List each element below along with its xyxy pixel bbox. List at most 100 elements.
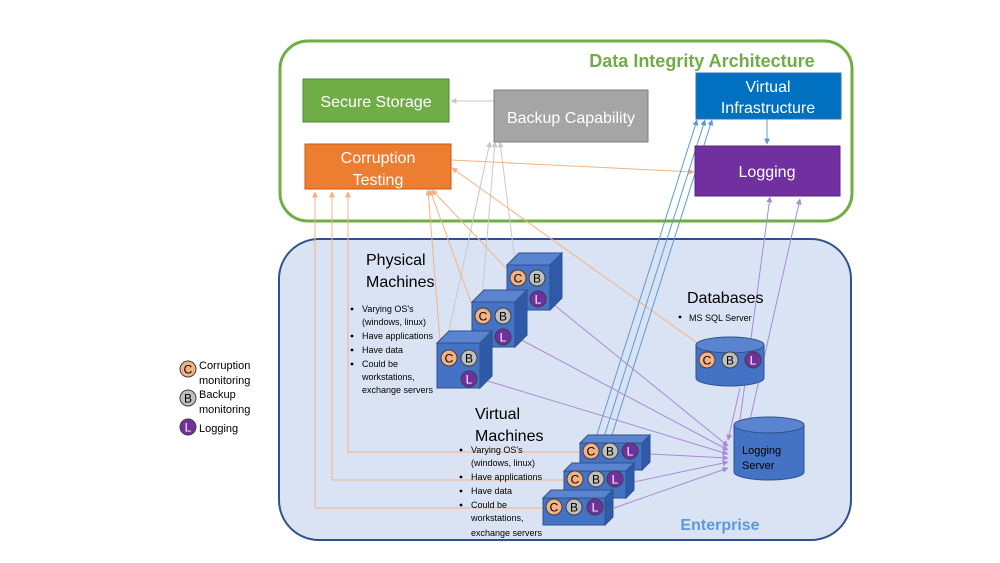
arrow-backup-pm3	[447, 141, 492, 336]
svg-text:C: C	[587, 445, 596, 459]
physical-machine-2-badge-b: B	[494, 307, 512, 325]
pm-bullet-could: Could be	[362, 359, 398, 369]
vm-bullet-workstations: workstations,	[470, 513, 524, 523]
svg-text:L: L	[592, 501, 599, 515]
arrow-corruption-db	[451, 167, 701, 346]
svg-text:C: C	[479, 310, 488, 324]
enterprise-label: Enterprise	[680, 517, 759, 534]
virtual-machine-1-badge-c: C	[582, 442, 600, 460]
backup-capability-box: Backup Capability	[493, 89, 649, 143]
vm-bullet-os: Varying OS's	[471, 445, 523, 455]
arrow-corruption-vm3	[312, 191, 545, 509]
svg-text:C: C	[703, 354, 712, 368]
svg-text:L: L	[500, 331, 507, 345]
legend-corruption-line2: monitoring	[199, 375, 250, 387]
backup-capability-label: Backup Capability	[507, 110, 635, 127]
logging-server-cylinder: Logging Server	[733, 416, 805, 481]
logging-label: Logging	[739, 164, 796, 181]
svg-text:L: L	[627, 445, 634, 459]
virtual-machine-1-badge-b: B	[601, 442, 619, 460]
arrow-db-to-logserver	[726, 387, 741, 441]
physical-machine-3-badge-b: B	[460, 349, 478, 367]
database-badge-c: C	[698, 351, 716, 369]
legend-corruption-badge: C	[179, 360, 197, 378]
svg-text:C: C	[514, 272, 523, 286]
virtual-machine-3-badge-b: B	[565, 498, 583, 516]
arrow-vm3-to-logserver	[613, 466, 729, 509]
pm-bullet-apps: Have applications	[362, 331, 434, 341]
corruption-testing-label-line1: Corruption	[341, 150, 416, 167]
svg-text:B: B	[499, 310, 507, 324]
virtual-machine-2-badge-l: L	[606, 470, 624, 488]
svg-text:L: L	[185, 421, 192, 435]
enterprise-container	[278, 238, 852, 541]
arrow-vm2-to-logserver	[633, 460, 729, 483]
vm-bullet-os-sub: (windows, linux)	[471, 458, 535, 468]
physical-machine-2-badge-l: L	[494, 328, 512, 346]
svg-text:C: C	[184, 363, 193, 377]
arrow-corruption-vm1	[345, 191, 582, 453]
connection-arrows	[312, 98, 802, 509]
arrow-vinfra-vm3	[579, 119, 699, 489]
svg-text:B: B	[570, 501, 578, 515]
virtual-machine-3-badge-c: C	[545, 498, 563, 516]
virtual-machine-2-badge-b: B	[587, 470, 605, 488]
virtual-infrastructure-box: Virtual Infrastructure	[695, 72, 842, 120]
pm-bullet-os-sub: (windows, linux)	[362, 317, 426, 327]
corruption-testing-label-line2: Testing	[353, 172, 404, 189]
arrow-corruption-pm1	[431, 189, 509, 271]
arrow-corruption-vm2	[329, 191, 566, 481]
arrow-backup-pm1	[497, 141, 516, 263]
virtual-machines-title-line2: Machines	[475, 428, 543, 445]
svg-text:B: B	[592, 473, 600, 487]
virtual-machines-bullets: Varying OS's (windows, linux) Have appli…	[459, 445, 543, 538]
logging-server-label-line1: Logging	[742, 445, 781, 457]
physical-machine-3-badge-l: L	[460, 370, 478, 388]
databases-title: Databases	[687, 290, 764, 307]
vm-bullet-data: Have data	[471, 486, 512, 496]
secure-storage-label: Secure Storage	[320, 94, 431, 111]
physical-machines-title-line1: Physical	[366, 252, 426, 269]
svg-text:B: B	[465, 352, 473, 366]
arrow-logging-server-2	[749, 198, 802, 421]
vm-bullet-could: Could be	[471, 500, 507, 510]
legend-logging-badge: L	[179, 418, 197, 436]
physical-machine-1-badge-c: C	[509, 269, 527, 287]
arrow-corruption-pm2	[429, 189, 473, 306]
physical-machine-1-badge-b: B	[528, 269, 546, 287]
physical-machine-1-badge-l: L	[529, 290, 547, 308]
svg-text:B: B	[606, 445, 614, 459]
arrow-vinfra-vm2	[595, 119, 707, 463]
legend-backup-badge: B	[179, 389, 197, 407]
physical-machine-3-badge-c: C	[440, 349, 458, 367]
corruption-testing-box: Corruption Testing	[304, 143, 452, 190]
svg-text:B: B	[533, 272, 541, 286]
svg-text:C: C	[445, 352, 454, 366]
svg-text:C: C	[550, 501, 559, 515]
virtual-infrastructure-label-line2: Infrastructure	[721, 100, 815, 117]
svg-text:B: B	[184, 392, 192, 406]
vm-bullet-exchange: exchange servers	[471, 528, 543, 538]
arrow-vm1-to-logserver	[649, 453, 729, 461]
legend-backup-line1: Backup	[199, 389, 236, 401]
legend-logging: Logging	[199, 423, 238, 435]
arrow-backup-pm2	[481, 141, 498, 299]
physical-machines-title-line2: Machines	[366, 274, 434, 291]
db-bullet-mssql: MS SQL Server	[689, 313, 752, 323]
secure-storage-box: Secure Storage	[302, 78, 450, 123]
database-badge-l: L	[744, 351, 762, 369]
pm-bullet-os: Varying OS's	[362, 304, 414, 314]
svg-text:C: C	[571, 473, 580, 487]
arrow-pm3-to-logserver	[477, 377, 729, 456]
vm-bullet-apps: Have applications	[471, 472, 543, 482]
virtual-infrastructure-label-line1: Virtual	[745, 79, 790, 96]
logging-box: Logging	[694, 145, 841, 197]
logging-server-label-line2: Server	[742, 460, 775, 472]
legend-corruption-line1: Corruption	[199, 360, 250, 372]
